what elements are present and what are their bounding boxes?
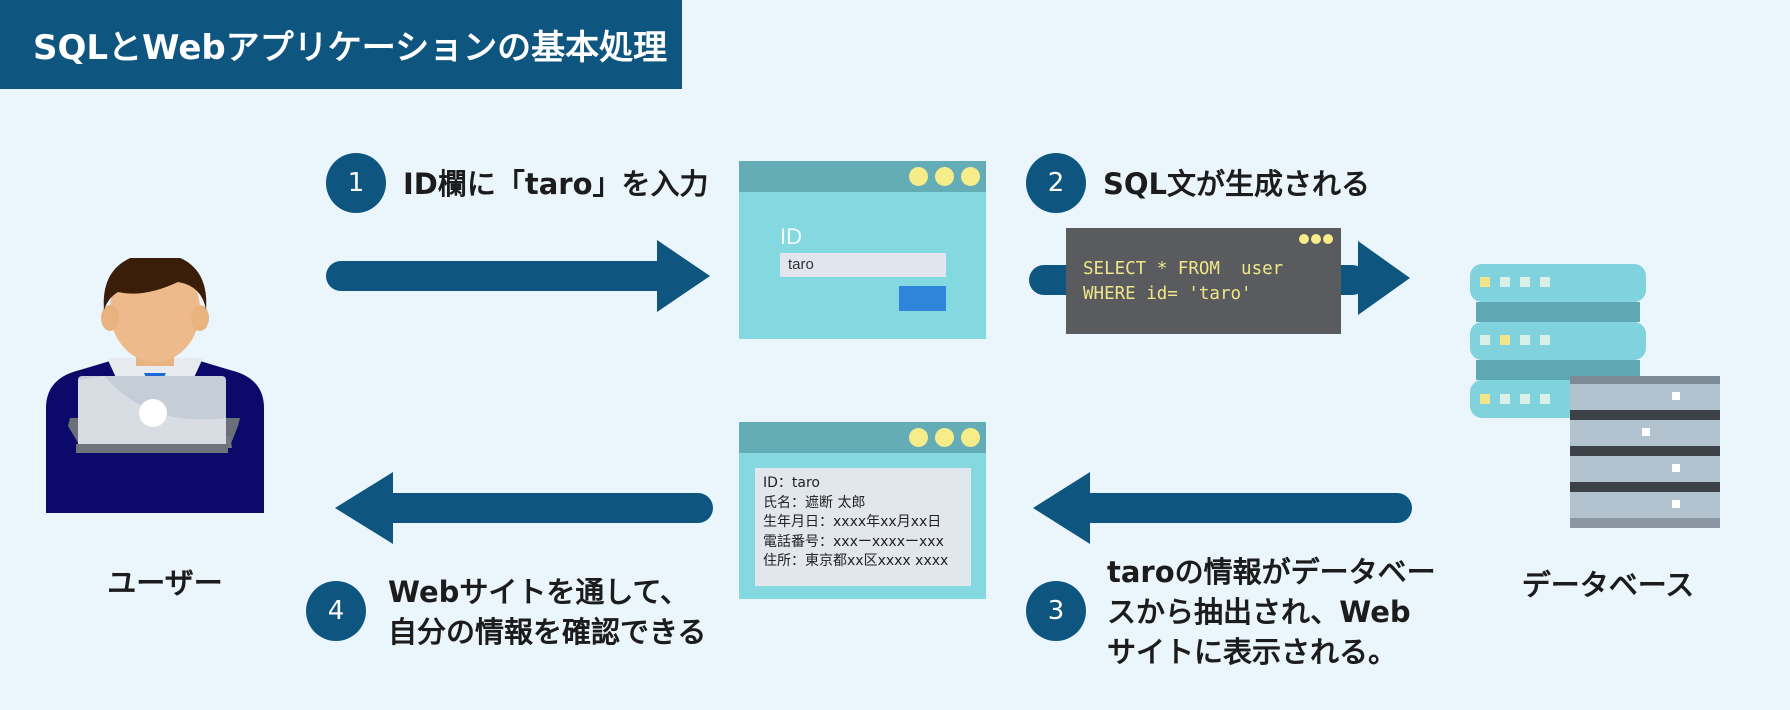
arrow-step2-head — [1358, 241, 1410, 315]
arrow-step4-head — [335, 472, 393, 544]
window-control-icon — [909, 167, 928, 186]
result-birthdate: 生年月日：xxxx年xx月xx日 — [763, 514, 942, 530]
result-window: ID：taro 氏名：遮断 太郎 生年月日：xxxx年xx月xx日 電話番号：x… — [739, 422, 986, 599]
window-title-bar — [739, 422, 986, 453]
step-1-badge: 1 — [326, 153, 386, 213]
result-id: ID：taro — [763, 475, 820, 491]
sql-line-2: WHERE id= 'taro' — [1083, 284, 1252, 304]
window-control-icon — [909, 428, 928, 447]
arrow-step1-head — [657, 240, 710, 312]
window-control-icon — [935, 428, 954, 447]
result-address: 住所：東京都xx区xxxx xxxx — [763, 553, 949, 569]
window-control-icon — [1323, 234, 1333, 244]
window-control-icon — [1299, 234, 1309, 244]
window-control-icon — [961, 428, 980, 447]
arrow-step3-head — [1033, 472, 1090, 544]
user-caption: ユーザー — [107, 566, 223, 600]
user-icon — [46, 258, 264, 513]
step-3-text: taroの情報がデータベー スから抽出され、Web サイトに表示される。 — [1107, 555, 1436, 669]
database-icon — [1470, 264, 1720, 528]
step-4-text: Webサイトを通して、 自分の情報を確認できる — [388, 575, 707, 649]
id-input[interactable]: taro — [780, 253, 946, 277]
window-title-bar — [739, 161, 986, 192]
step-1-text: ID欄に「taro」を入力 — [403, 167, 709, 201]
page-title: SQLとWebアプリケーションの基本処理 — [33, 28, 668, 68]
database-caption: データベース — [1521, 568, 1695, 602]
step-2-badge: 2 — [1026, 153, 1086, 213]
window-control-icon — [1311, 234, 1321, 244]
step-3-badge: 3 — [1026, 581, 1086, 641]
step-4-badge: 4 — [306, 581, 366, 641]
id-field-label: ID — [780, 224, 802, 249]
step-2-text: SQL文が生成される — [1103, 167, 1371, 201]
window-control-icon — [935, 167, 954, 186]
result-phone: 電話番号：xxxーxxxxーxxx — [763, 533, 944, 550]
result-name: 氏名：遮断 太郎 — [763, 494, 866, 511]
window-control-icon — [961, 167, 980, 186]
sql-code-box: SELECT * FROM user WHERE id= 'taro' — [1066, 228, 1341, 334]
title-banner: SQLとWebアプリケーションの基本処理 — [0, 0, 682, 89]
login-form-window: ID taro — [739, 161, 986, 339]
user-info-card: ID：taro 氏名：遮断 太郎 生年月日：xxxx年xx月xx日 電話番号：x… — [755, 468, 971, 586]
submit-button[interactable] — [899, 286, 946, 311]
sql-line-1: SELECT * FROM user — [1083, 259, 1284, 279]
